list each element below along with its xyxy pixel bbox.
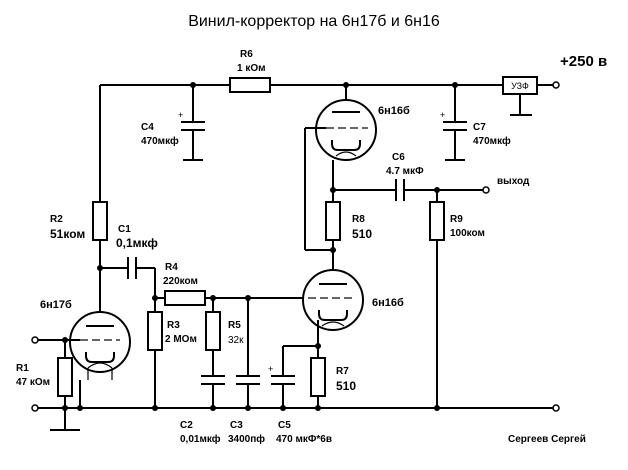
r1-ref-label: R1 — [16, 363, 29, 374]
supply-rail — [100, 81, 560, 89]
r8-ref-label: R8 — [352, 214, 365, 225]
c1-ref-label: C1 — [118, 224, 131, 235]
capacitor-c3 — [236, 298, 260, 408]
c6-ref-label: C6 — [392, 152, 405, 163]
r9-ref-label: R9 — [450, 214, 463, 225]
capacitor-c5 — [271, 346, 295, 408]
resistor-r8 — [325, 160, 341, 270]
resistor-r1 — [50, 340, 80, 431]
c7-value-label: 470мкф — [473, 135, 511, 147]
c6-value-label: 4.7 мкФ — [386, 166, 424, 177]
tube-v2 — [305, 85, 377, 161]
r6-value-label: 1 кОм — [237, 63, 266, 74]
resistor-r9 — [429, 190, 445, 408]
uzf-label: УЗФ — [511, 81, 529, 91]
r8-value-label: 510 — [352, 227, 372, 241]
r5-ref-label: R5 — [228, 320, 241, 331]
r7-value-label: 510 — [336, 379, 356, 393]
resistor-r4 — [152, 290, 305, 306]
output-label: выход — [497, 176, 530, 187]
supply-terminal — [552, 81, 560, 89]
input-terminal — [31, 336, 39, 344]
r6-ref-label: R6 — [240, 49, 253, 60]
v2-tube-label: 6н16б — [378, 105, 410, 117]
ground-input-terminal — [31, 404, 39, 412]
c2-value-label: 0,01мкф — [180, 433, 221, 445]
tube-v3 — [302, 269, 364, 331]
resistor-r6 — [229, 77, 271, 93]
capacitor-c6 — [333, 179, 490, 201]
ground-output-terminal — [552, 404, 560, 412]
capacitor-c2 — [201, 375, 225, 408]
c1-value-label: 0,1мкф — [116, 236, 158, 250]
r2-ref-label: R2 — [50, 214, 63, 225]
author-signature: Сергеев Сергей — [508, 434, 586, 445]
output-terminal — [482, 186, 490, 194]
c4-value-label: 470мкф — [141, 135, 179, 147]
diagram-title: Винил-корректор на 6н17б и 6н16 — [188, 13, 440, 30]
r3-value-label: 2 МОм — [165, 334, 197, 345]
resistor-r7 — [310, 357, 326, 408]
c7-ref-label: C7 — [473, 122, 486, 133]
r3-ref-label: R3 — [167, 320, 180, 331]
ground-rail — [31, 380, 560, 412]
capacitor-c1 — [100, 257, 156, 298]
c3-value-label: 3400пф — [228, 433, 265, 445]
resistor-r5 — [205, 298, 221, 376]
c4-ref-label: C4 — [141, 122, 154, 133]
v3-cathode-wiring — [283, 320, 321, 358]
c5-plus-sign: + — [268, 364, 273, 374]
r4-ref-label: R4 — [165, 262, 178, 273]
r9-value-label: 100ком — [450, 228, 485, 239]
v2-grid-wiring — [304, 128, 333, 251]
c5-ref-label: C5 — [278, 420, 291, 431]
r5-value-label: 32к — [228, 335, 244, 346]
resistor-r3 — [147, 298, 163, 408]
r4-value-label: 220ком — [163, 276, 198, 287]
uzf-filter-block — [502, 76, 538, 116]
supply-voltage-label: +250 в — [560, 53, 607, 70]
r2-value-label: 51ком — [50, 227, 85, 241]
c7-plus-sign: + — [440, 110, 445, 120]
capacitor-c7 — [443, 85, 467, 161]
c2-ref-label: C2 — [180, 420, 193, 431]
c4-plus-sign: + — [178, 110, 183, 120]
capacitor-c4 — [181, 85, 205, 161]
tube-v1 — [69, 311, 131, 380]
c3-ref-label: C3 — [230, 420, 243, 431]
v3-tube-label: 6н16б — [372, 297, 404, 309]
resistor-r2 — [92, 85, 108, 312]
r1-value-label: 47 кОм — [16, 377, 50, 388]
v1-tube-label: 6н17б — [40, 299, 72, 311]
r7-ref-label: R7 — [336, 366, 349, 377]
c5-value-label: 470 мкФ*6в — [276, 434, 332, 445]
